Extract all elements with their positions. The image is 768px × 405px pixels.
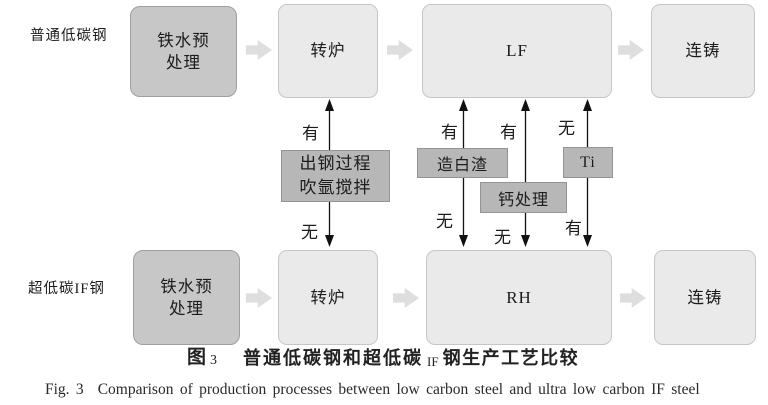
label-white-slag-no: 无 xyxy=(436,212,453,231)
box-rh-refining: RH xyxy=(426,250,612,345)
figure-caption-zh: 图 3 普通低碳钢和超低碳 IF 钢生产工艺比较 xyxy=(187,346,579,370)
caption-if-subscript: IF xyxy=(427,354,439,369)
box-titanium: Ti xyxy=(563,147,613,178)
figure-caption-en: Fig. 3 Comparison of production processes… xyxy=(45,381,700,399)
caption-fig-number: 3 xyxy=(210,353,218,368)
box-text-line: 处理 xyxy=(169,298,204,318)
box-text-line: 处理 xyxy=(166,52,201,72)
box-continuous-casting-top: 连铸 xyxy=(651,4,755,98)
caption-text-part2: 钢生产工艺比较 xyxy=(442,348,580,368)
box-argon-stirring: 出钢过程 吹氩搅拌 xyxy=(281,150,390,202)
box-hot-metal-pretreatment-bottom: 铁水预 处理 xyxy=(133,250,240,345)
label-white-slag-yes: 有 xyxy=(441,123,458,142)
box-text-line: Ti xyxy=(580,153,596,171)
box-continuous-casting-bottom: 连铸 xyxy=(654,250,756,345)
label-calcium-yes: 有 xyxy=(500,123,517,142)
label-titanium-no: 无 xyxy=(558,119,575,138)
calcium-connector-arrow xyxy=(521,99,530,247)
box-text-line: 转炉 xyxy=(310,287,346,307)
box-white-slag: 造白渣 xyxy=(417,148,508,178)
label-argon-no: 无 xyxy=(301,223,318,242)
box-converter-top: 转炉 xyxy=(278,4,378,98)
box-text-line: 钙处理 xyxy=(497,191,549,209)
box-text-line: LF xyxy=(506,41,528,60)
label-argon-yes: 有 xyxy=(302,124,319,143)
box-text-line: 出钢过程 xyxy=(299,154,372,173)
box-text-line: 吹氩搅拌 xyxy=(299,178,372,197)
caption-text-part1: 普通低碳钢和超低碳 xyxy=(243,348,424,368)
caption-text-en: Comparison of production processes betwe… xyxy=(97,381,700,398)
label-calcium-no: 无 xyxy=(494,228,511,247)
box-text-line: 转炉 xyxy=(310,41,346,60)
box-hot-metal-pretreatment-top: 铁水预 处理 xyxy=(130,6,237,97)
caption-fig-word: 图 xyxy=(187,347,207,368)
row-label-low-carbon-steel: 普通低碳钢 xyxy=(30,28,108,44)
box-calcium-treatment: 钙处理 xyxy=(480,182,567,213)
box-converter-bottom: 转炉 xyxy=(278,250,378,345)
row-label-ulc-if-steel: 超低碳IF钢 xyxy=(28,281,105,297)
box-lf-refining: LF xyxy=(422,4,612,98)
box-text-line: 铁水预 xyxy=(157,30,210,50)
caption-fig-prefix-en: Fig. 3 xyxy=(45,381,84,398)
box-text-line: 铁水预 xyxy=(160,276,213,296)
box-text-line: 连铸 xyxy=(687,287,723,307)
label-titanium-yes: 有 xyxy=(565,219,582,238)
box-text-line: 连铸 xyxy=(685,41,721,60)
box-text-line: RH xyxy=(506,287,532,307)
box-text-line: 造白渣 xyxy=(436,157,488,174)
